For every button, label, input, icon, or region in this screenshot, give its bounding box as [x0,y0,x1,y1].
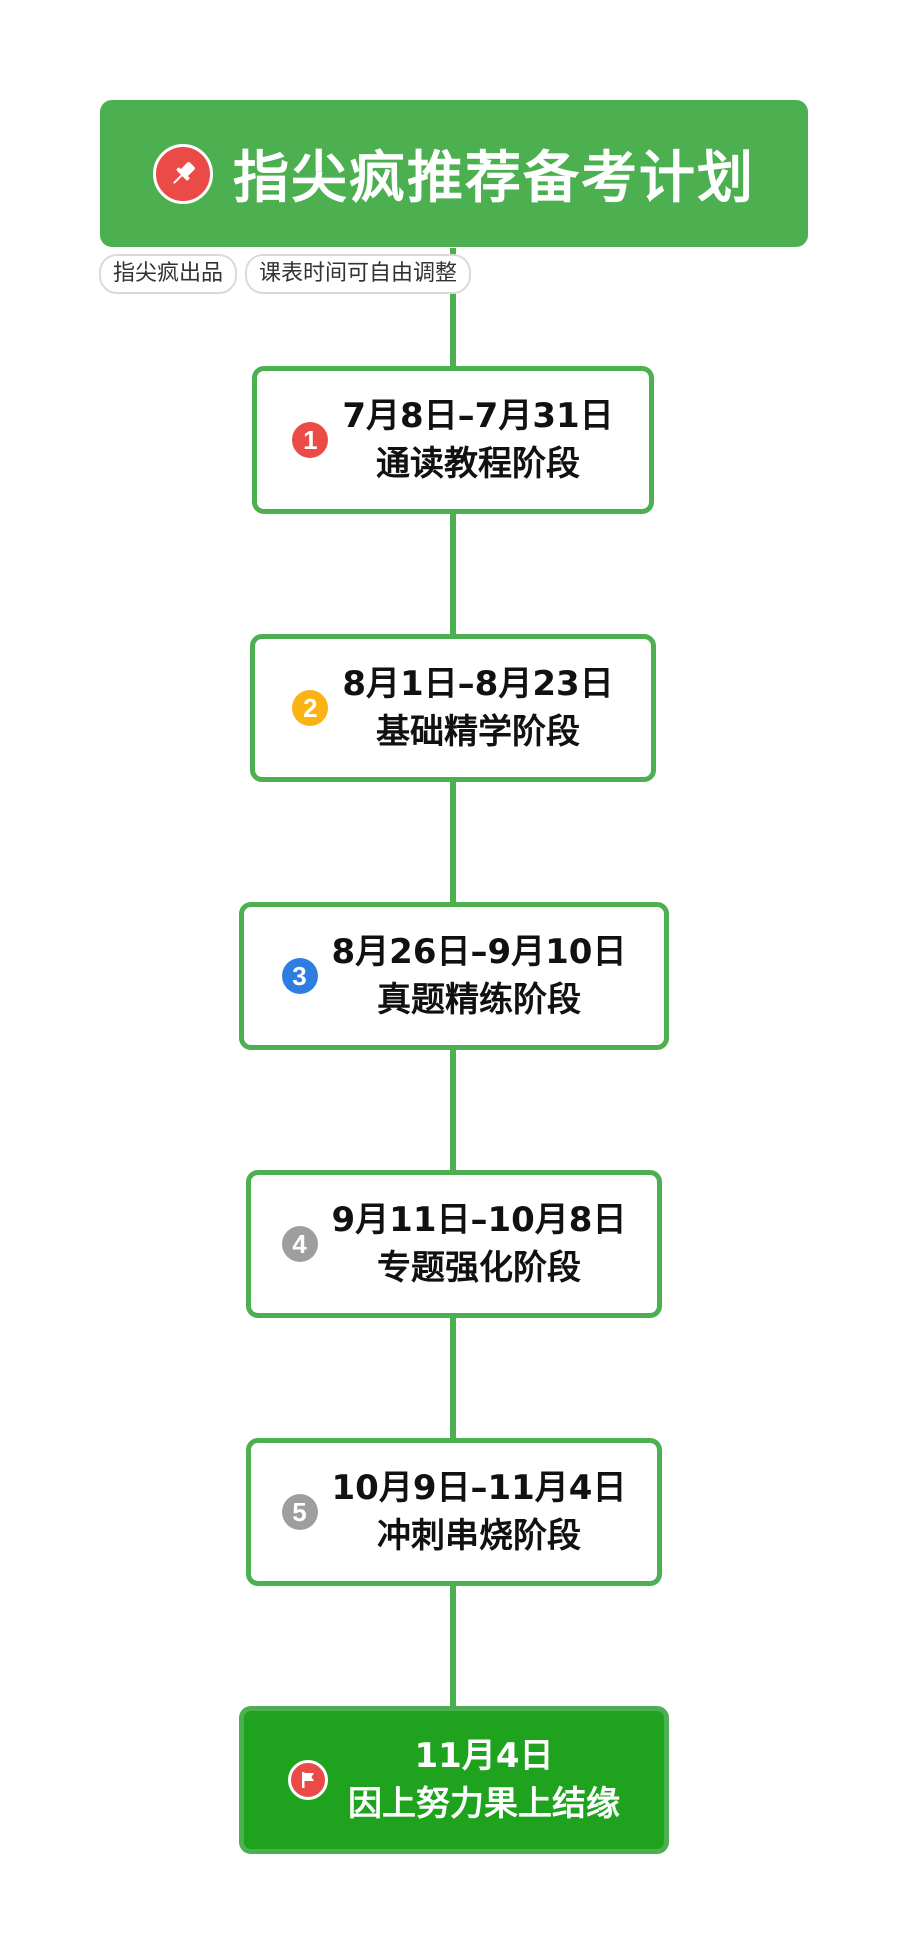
stage-node-2: 2 8月1日–8月23日 基础精学阶段 [250,634,656,782]
stage-node-4: 4 9月11日–10月8日 专题强化阶段 [246,1170,662,1318]
number-4-badge: 4 [281,1226,318,1262]
stage-node-5: 5 10月9日–11月4日 冲刺串烧阶段 [246,1438,662,1586]
final-date: 11月4日 [414,1736,554,1776]
stage-date: 7月8日–7月31日 [342,396,614,436]
number-3-badge: 3 [281,958,318,994]
number-1-badge: 1 [292,422,329,458]
stage-date: 10月9日–11月4日 [331,1468,627,1508]
title-box: 指尖疯推荐备考计划 [100,100,808,247]
number-5-badge: 5 [281,1494,318,1530]
stage-name: 真题精练阶段 [376,980,581,1020]
stage-date: 8月26日–9月10日 [331,932,627,972]
stage-name: 专题强化阶段 [376,1248,581,1288]
number-2-badge: 2 [292,690,329,726]
pushpin-icon [153,143,213,204]
stage-date: 8月1日–8月23日 [342,664,614,704]
page-title: 指尖疯推荐备考计划 [233,146,755,211]
tag-row: 指尖疯出品 课表时间可自由调整 [99,254,472,294]
stage-node-1: 1 7月8日–7月31日 通读教程阶段 [252,366,654,514]
flag-icon [288,1760,328,1800]
stage-name: 基础精学阶段 [375,712,580,752]
stage-date: 9月11日–10月8日 [331,1200,627,1240]
final-node: 11月4日 因上努力果上结缘 [239,1706,669,1854]
stage-name: 冲刺串烧阶段 [376,1516,581,1556]
tag-publisher: 指尖疯出品 [99,254,238,294]
final-motto: 因上努力果上结缘 [348,1784,620,1824]
tag-schedule-note: 课表时间可自由调整 [245,254,472,294]
stage-name: 通读教程阶段 [375,444,580,484]
stage-node-3: 3 8月26日–9月10日 真题精练阶段 [239,902,669,1050]
